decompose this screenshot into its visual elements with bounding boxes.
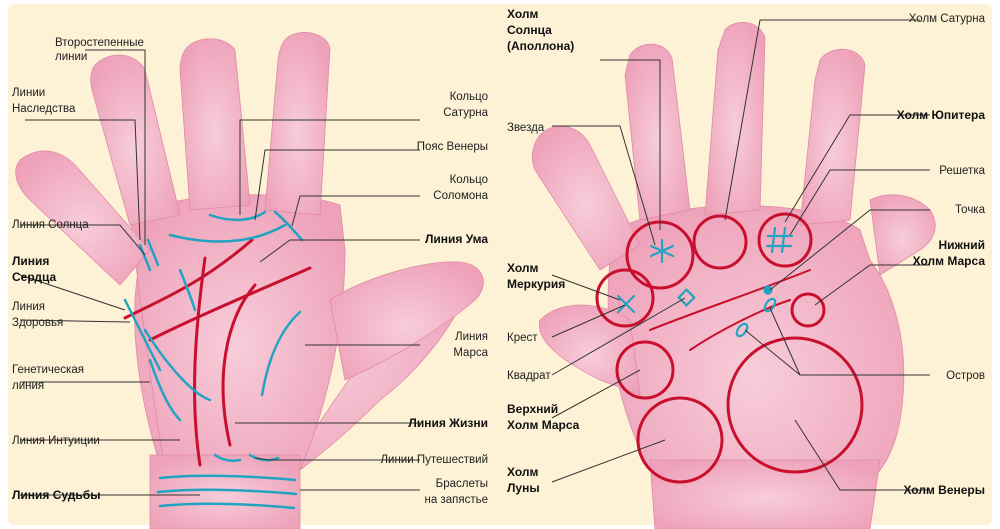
right-life-line-path [689,299,791,351]
dot-symbol [763,285,773,295]
left-minor-lines [123,210,304,510]
leader-lines [19,19,930,496]
mount-of-venus-circle [726,336,864,474]
label-dot: Точка [955,204,986,216]
label-square: Квадрат [507,370,551,382]
left-hand [15,32,484,529]
ring-of-saturn-path [208,210,267,222]
label-island: Остров [946,370,985,382]
sun-line-path [138,238,160,272]
label-fate-line: Линия Судьбы [12,488,100,502]
label-mount-of-jupiter: Холм Юпитера [897,108,986,122]
star-symbol [649,238,675,264]
island-symbol-2 [763,297,777,313]
left-hand-shape [15,32,484,529]
ring-of-solomon-path [273,210,304,242]
label-sun-line: Линия Солнца [12,219,89,231]
right-head-line-path [649,269,811,331]
girdle-of-venus-path [168,223,287,243]
mount-of-moon-circle [636,396,724,484]
label-travel-lines: Линии Путешествий [380,454,488,466]
travel-lines-path [213,453,280,463]
cross-symbol [616,294,636,314]
label-mount-of-venus: Холм Венеры [903,483,985,497]
upper-mount-of-mars-circle [615,340,675,400]
label-star: Звезда [507,122,545,134]
mars-line-path [260,310,302,397]
lower-mount-of-mars-circle [790,292,826,328]
island-symbol-1 [735,322,749,338]
bracelet-2 [156,488,298,496]
left-main-lines [123,238,312,467]
label-mount-of-saturn: Холм Сатурна [909,13,986,25]
right-palm-lines [649,269,811,351]
label-life-line: Линия Жизни [408,416,488,430]
head-line-path [148,266,312,342]
mount-of-jupiter-circle [757,212,813,268]
genetic-line-path [148,358,182,422]
intuition-line-path [143,328,212,402]
label-grille: Решетка [939,165,985,177]
right-hand [531,22,936,529]
health-line-path [123,298,162,372]
mount-of-mercury-circle [595,268,655,328]
square-symbol [677,288,696,307]
bracelet-1 [158,474,297,482]
right-mount-circles [595,212,864,484]
label-girdle-of-venus: Пояс Венеры [417,141,488,153]
heart-line-path [123,238,254,320]
label-intuition-line: Линия Интуиции [12,435,100,447]
right-symbols [616,226,794,338]
life-line-path [221,283,257,447]
bracelet-3 [158,502,296,510]
label-head-line: Линия Ума [425,232,488,246]
right-hand-shape [531,22,936,529]
grille-symbol [765,226,794,254]
fate-line-path [193,256,207,467]
mount-of-saturn-circle [692,214,748,270]
label-cross: Крест [507,332,538,344]
secondary-lines-path [178,268,197,312]
